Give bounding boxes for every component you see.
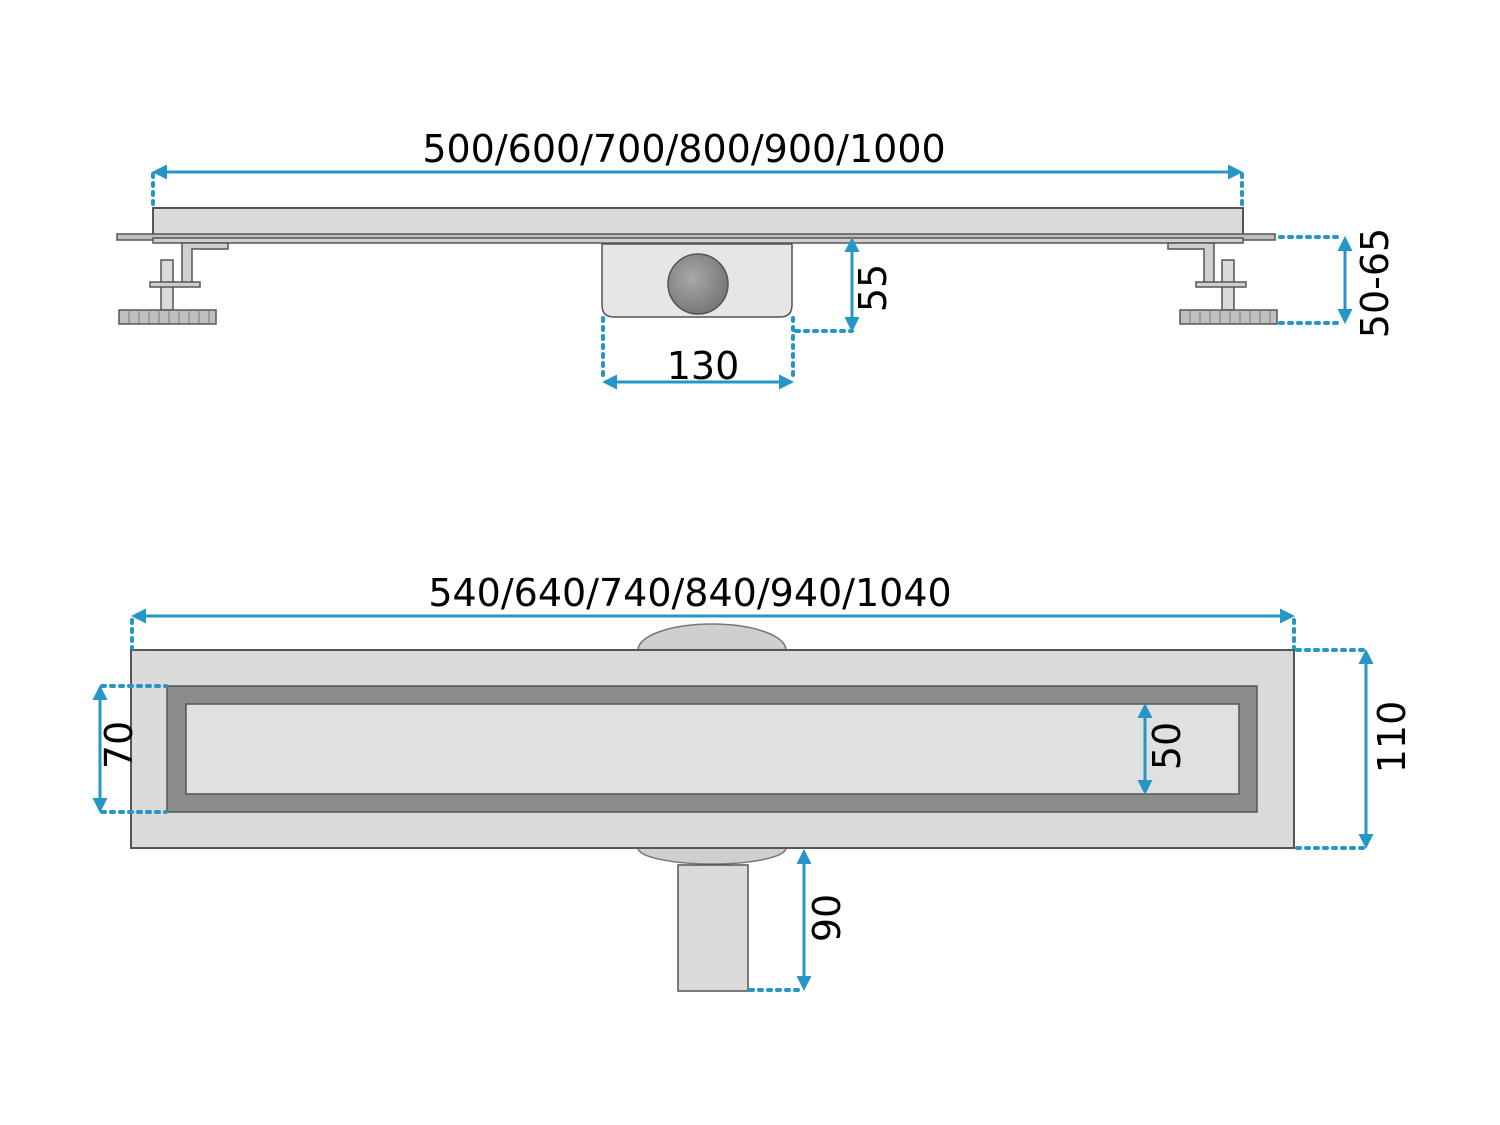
drain-channel-body: [152, 207, 1244, 239]
outlet-width-dimension: 130: [601, 316, 795, 390]
top-length-label: 540/640/740/840/940/1040: [428, 571, 951, 615]
top-length-dimension: 540/640/740/840/940/1040: [130, 571, 1296, 650]
outlet-length-dimension: 90: [748, 849, 849, 992]
leg-height-dimension: 50-65: [1278, 228, 1397, 338]
drain-grate: [185, 703, 1240, 795]
drain-bottom-edge: [152, 237, 1244, 244]
outlet-height-label: 55: [851, 264, 895, 312]
frame-width-dimension: 70: [92, 684, 168, 814]
frame-width-label: 70: [97, 721, 141, 769]
left-leveling-foot: [118, 242, 229, 325]
outlet-width-label: 130: [667, 344, 740, 388]
width-dimension: 110: [1295, 648, 1414, 850]
top-view: 540/640/740/840/940/1040 110 70 50 90: [92, 571, 1414, 992]
side-view: 500/600/700/800/900/1000 130 55 50-65: [116, 127, 1397, 390]
side-outlet: [601, 243, 793, 318]
leg-height-label: 50-65: [1353, 228, 1397, 338]
outlet-pipe: [677, 864, 749, 992]
grate-width-dimension: 50: [1137, 703, 1189, 795]
outlet-height-dimension: 55: [794, 237, 895, 333]
right-leveling-foot: [1167, 242, 1278, 325]
outlet-length-label: 90: [805, 894, 849, 942]
width-label: 110: [1370, 701, 1414, 774]
side-length-dimension: 500/600/700/800/900/1000: [151, 127, 1244, 208]
side-length-label: 500/600/700/800/900/1000: [422, 127, 945, 171]
grate-width-label: 50: [1145, 722, 1189, 770]
